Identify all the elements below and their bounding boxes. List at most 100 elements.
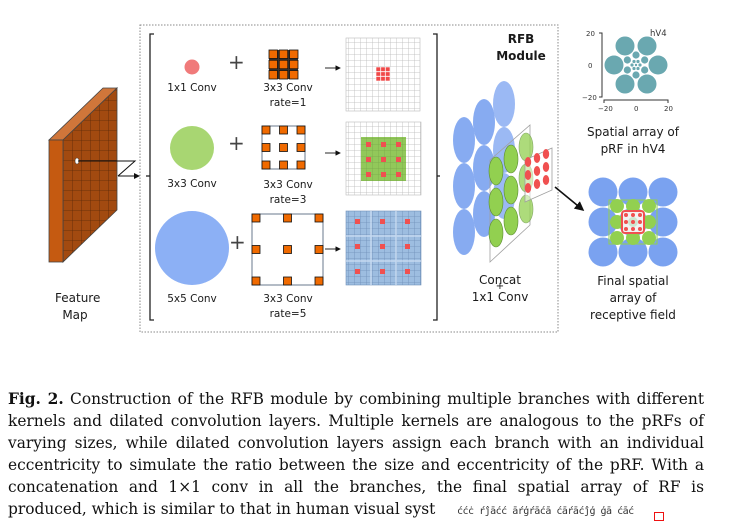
concat-label-line1: Concat: [479, 273, 521, 287]
hv4-prf-large: [615, 74, 635, 94]
dilated-sample: [396, 142, 401, 147]
figure-caption: Fig. 2. Construction of the RFB module b…: [8, 388, 704, 520]
hv4-plot: [599, 32, 669, 103]
kernel-weight: [261, 125, 271, 135]
kernel-weight: [268, 70, 278, 80]
hv4-prf-medium: [641, 56, 649, 64]
dilated-sample: [405, 269, 410, 274]
kernel-weight: [261, 160, 271, 170]
final-rf-large: [648, 207, 678, 237]
kernel-weight: [314, 245, 324, 254]
hv4-prf-medium: [632, 71, 640, 79]
final-rf-medium: [626, 199, 640, 213]
branch2-plus: +: [228, 131, 245, 155]
concat-feature-stack: [453, 81, 553, 263]
green-feature: [488, 218, 504, 248]
dilated-sample: [405, 244, 410, 249]
blue-feature: [493, 81, 515, 127]
feature-map-projection: [78, 160, 137, 177]
module-title-line1: RFB: [507, 32, 535, 46]
branch2-output-grid: [345, 121, 422, 196]
final-rf-medium: [610, 215, 624, 229]
final-rf-caption-line1: Final spatial: [597, 274, 669, 288]
hv4-caption-line1: Spatial array of: [587, 125, 679, 139]
concat-plus: +: [495, 281, 505, 292]
red-feature: [533, 166, 541, 176]
final-rf-medium: [642, 199, 656, 213]
final-rf-large: [618, 177, 648, 207]
branch2-dilated-label: 3x3 Conv rate=3: [258, 178, 318, 208]
kernel-weight: [279, 160, 288, 170]
branch3-conv-circle: [155, 211, 229, 285]
kernel-weight: [278, 59, 289, 70]
dilated-sample: [355, 244, 360, 249]
final-rf-caption-line3: receptive field: [590, 308, 676, 322]
branch3-rate: rate=5: [269, 308, 307, 320]
final-rf-small: [638, 227, 642, 231]
hv4-xtick-mid: 0: [634, 105, 639, 113]
dilated-sample: [380, 244, 385, 249]
branch1-rate: rate=1: [269, 97, 307, 109]
hv4-caption: Spatial array of pRF in hV4: [583, 124, 683, 158]
concat-arrow: [554, 186, 585, 212]
kernel-weight: [314, 276, 324, 286]
green-feature: [488, 187, 504, 217]
final-rf-small: [631, 213, 635, 217]
final-rf-small: [624, 213, 628, 217]
branch2-kernel: [261, 125, 306, 170]
blue-feature: [453, 163, 475, 209]
kernel-weight: [261, 143, 271, 152]
final-rf-caption: Final spatial array of receptive field: [583, 273, 683, 324]
red-feature: [542, 149, 550, 159]
final-rf-medium: [642, 215, 656, 229]
red-feature: [542, 175, 550, 185]
rfb-module-box: [139, 24, 559, 333]
hv4-prf-large: [637, 74, 657, 94]
kernel-weight: [289, 70, 299, 80]
kernel-weight: [251, 276, 261, 286]
final-receptive-field: [588, 177, 678, 267]
final-rf-small: [631, 227, 635, 231]
dilated-sample: [381, 172, 386, 177]
hv4-prf-large: [648, 55, 668, 75]
final-rf-medium: [610, 231, 624, 245]
branch2-rate: rate=3: [269, 194, 307, 206]
kernel-weight: [283, 245, 292, 254]
blue-feature: [453, 117, 475, 163]
dilated-sample: [366, 142, 371, 147]
final-rf-large: [588, 207, 618, 237]
green-feature: [503, 175, 519, 205]
module-title-line2: Module: [496, 49, 546, 63]
kernel-weight: [268, 49, 278, 59]
rfb-diagram: [48, 24, 678, 333]
hv4-prf-small: [638, 63, 642, 67]
final-rf-medium: [626, 231, 640, 245]
hv4-prf-large: [604, 55, 624, 75]
hv4-prf-small: [632, 59, 636, 64]
branch1-conv-circle: [184, 59, 200, 75]
hv4-prf-small: [632, 66, 636, 71]
hv4-prf-small: [636, 66, 640, 71]
kernel-weight: [296, 160, 306, 170]
kernel-weight: [296, 125, 306, 135]
kernel-weight: [251, 213, 261, 223]
kernel-weight: [283, 213, 292, 223]
final-rf-large: [588, 237, 618, 267]
hv4-prf-medium: [632, 51, 640, 59]
dilated-sample: [396, 172, 401, 177]
hv4-ytick-bottom: −20: [582, 94, 597, 102]
hv4-prf-large: [637, 36, 657, 56]
red-feature: [533, 153, 541, 163]
dilated-sample: [366, 172, 371, 177]
branch3-conv-label: 5x5 Conv: [167, 293, 217, 305]
branch1-kernel: [268, 49, 299, 80]
caption-text: Construction of the RFB module by combin…: [8, 390, 704, 518]
hv4-prf-small: [636, 59, 640, 64]
kernel-weight: [278, 49, 289, 59]
green-feature: [518, 132, 534, 162]
branch3-kernel: [251, 213, 324, 286]
branch3-kernel-size: 3x3 Conv: [263, 293, 313, 305]
feature-map-label-line1: Feature: [55, 291, 101, 305]
branch1-plus: +: [228, 50, 245, 74]
kernel-weight: [314, 213, 324, 223]
